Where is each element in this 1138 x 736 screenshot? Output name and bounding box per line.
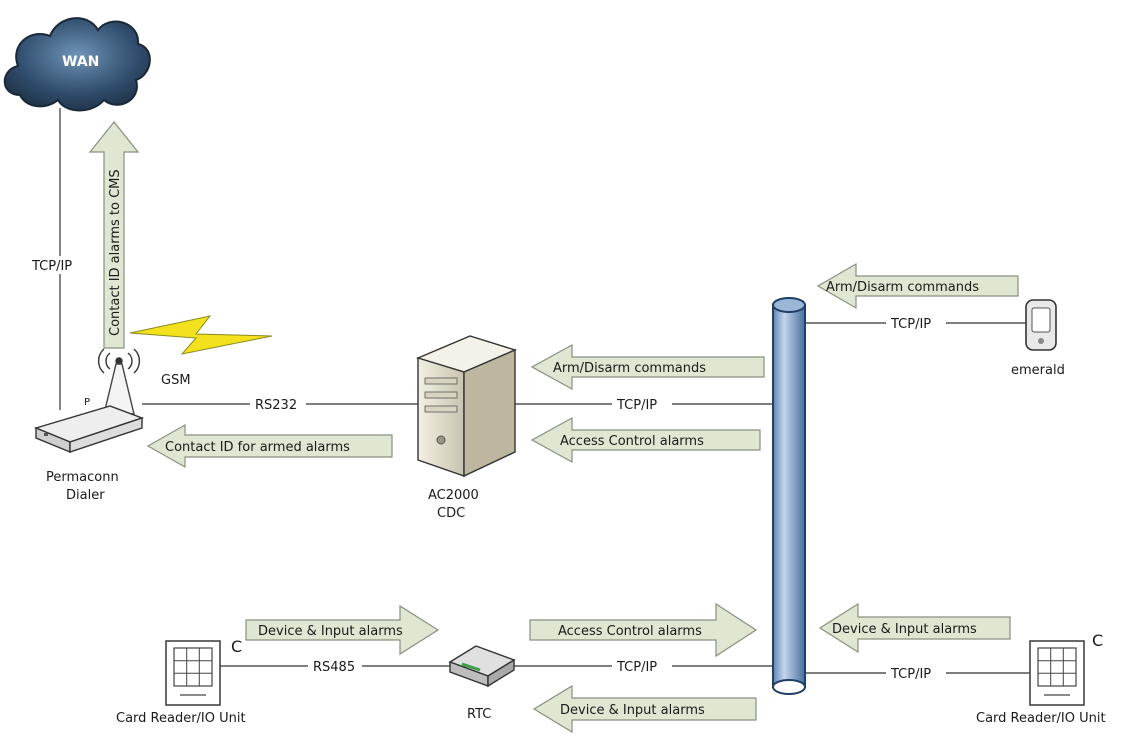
dialer-small-mark: P — [84, 397, 90, 408]
arrow-device-input-right-reader — [818, 602, 1011, 654]
antenna-icon — [103, 363, 135, 415]
arrow-device-input-reader-rtc — [245, 604, 440, 656]
arrow-label-arm-disarm-cdc: Arm/Disarm commands — [553, 361, 706, 376]
card-reader-right: C Card Reader/IO Unit — [976, 631, 1106, 726]
dialer-label-line1: Permaconn — [46, 470, 119, 485]
wan-label: WAN — [62, 54, 99, 70]
arrow-access-control-rtc — [529, 602, 758, 658]
arrow-label-access-control-rtc: Access Control alarms — [558, 624, 702, 639]
gsm-signal: GSM — [129, 315, 273, 388]
arrow-access-control-cdc — [530, 416, 761, 464]
wan-cloud: WAN — [3, 17, 151, 112]
ac2000-cdc-server: AC2000 CDC — [415, 335, 518, 521]
cdc-label-line1: AC2000 — [428, 488, 479, 503]
arrow-label-access-control-cdc: Access Control alarms — [560, 434, 704, 449]
label-backbone-reader: TCP/IP — [890, 667, 931, 682]
card-reader-right-mark: C — [1092, 631, 1103, 650]
arrow-label-arm-disarm-emerald: Arm/Disarm commands — [826, 280, 979, 295]
arrow-label-device-input-reader-rtc: Device & Input alarms — [258, 624, 403, 639]
cloud-icon — [3, 17, 151, 112]
label-cdc-backbone: TCP/IP — [616, 398, 657, 413]
arrow-arm-disarm-emerald — [816, 262, 1019, 310]
connection-labels: TCP/IP RS232 TCP/IP TCP/IP RS485 TCP/IP … — [28, 256, 946, 682]
label-dialer-cdc: RS232 — [255, 398, 297, 413]
arrow-label-contact-id-cms: Contact ID alarms to CMS — [108, 169, 123, 336]
card-reader-left-label: Card Reader/IO Unit — [116, 711, 246, 726]
arrow-device-input-rtc-bottom — [532, 684, 757, 734]
permaconn-dialer: P Permaconn Dialer — [33, 348, 145, 503]
card-reader-left-mark: C — [231, 637, 242, 656]
arrow-arm-disarm-cdc — [530, 343, 765, 391]
cdc-label-line2: CDC — [437, 506, 465, 521]
label-wan-dialer: TCP/IP — [31, 259, 72, 274]
emerald-device: emerald — [1011, 299, 1065, 378]
arrow-contact-id-cms — [88, 121, 140, 349]
label-backbone-emerald: TCP/IP — [890, 317, 931, 332]
rtc-label: RTC — [467, 707, 491, 722]
dialer-label-line2: Dialer — [66, 488, 105, 503]
arrow-label-device-input-rtc-bottom: Device & Input alarms — [560, 703, 705, 718]
label-reader-rtc: RS485 — [313, 660, 355, 675]
antenna-waves-icon — [97, 348, 141, 374]
rtc-device: RTC — [448, 645, 516, 722]
block-arrows — [88, 121, 1019, 734]
arrow-labels: Contact ID alarms to CMS Contact ID for … — [108, 169, 979, 718]
emerald-label: emerald — [1011, 363, 1065, 378]
connection-lines — [59, 108, 1030, 674]
lightning-icon — [129, 315, 273, 355]
network-backbone — [772, 297, 806, 695]
arrow-label-contact-id-armed: Contact ID for armed alarms — [165, 440, 350, 455]
label-rtc-backbone: TCP/IP — [616, 660, 657, 675]
card-reader-right-label: Card Reader/IO Unit — [976, 711, 1106, 726]
card-reader-left: C Card Reader/IO Unit — [116, 637, 246, 726]
arrow-label-device-input-right-reader: Device & Input alarms — [832, 622, 977, 637]
arrow-contact-id-armed — [146, 423, 393, 469]
gsm-label: GSM — [161, 373, 191, 388]
